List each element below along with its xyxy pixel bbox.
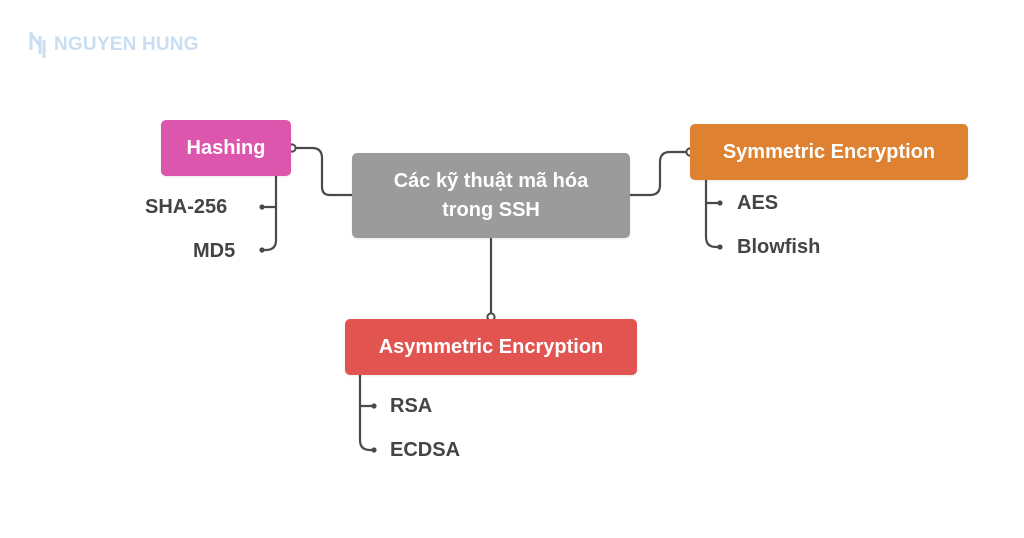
- center-node-line1: Các kỹ thuật mã hóa: [393, 169, 589, 192]
- nh-logo-icon: [29, 32, 46, 58]
- leaf-ecdsa[interactable]: ECDSA: [390, 439, 461, 461]
- leaf-dot: [259, 204, 265, 210]
- connector-symmetric-children: [704, 180, 720, 249]
- leaf-md5[interactable]: MD5: [193, 240, 236, 262]
- center-node-line2: trong SSH: [442, 198, 540, 221]
- leaf-dot: [717, 200, 723, 206]
- center-node[interactable]: Các kỹ thuật mã hóa trong SSH: [352, 153, 630, 238]
- leaf-blowfish[interactable]: Blowfish: [737, 236, 821, 258]
- leaf-dot: [371, 403, 377, 409]
- branch-node-asymmetric-encryption[interactable]: Asymmetric Encryption: [345, 319, 637, 375]
- watermark-logo: NGUYEN HUNG: [28, 30, 199, 60]
- watermark-text: NGUYEN HUNG: [54, 34, 199, 55]
- connector-center-hashing: [296, 146, 352, 197]
- leaf-sha256[interactable]: SHA-256: [145, 196, 228, 218]
- connector-asymmetric-children: [358, 375, 374, 452]
- branch-label: Hashing: [186, 136, 266, 159]
- leaf-rsa[interactable]: RSA: [390, 395, 433, 417]
- branch-node-hashing[interactable]: Hashing: [161, 120, 291, 176]
- leaf-aes[interactable]: AES: [737, 192, 779, 214]
- connector-center-symmetric: [630, 150, 686, 197]
- branch-label: Asymmetric Encryption: [378, 335, 604, 358]
- leaf-dot: [259, 247, 265, 253]
- leaf-dot: [371, 447, 377, 453]
- branch-node-symmetric-encryption[interactable]: Symmetric Encryption: [690, 124, 968, 180]
- leaf-dot: [717, 244, 723, 250]
- branch-label: Symmetric Encryption: [722, 140, 936, 163]
- connector-hashing-children: [262, 176, 278, 252]
